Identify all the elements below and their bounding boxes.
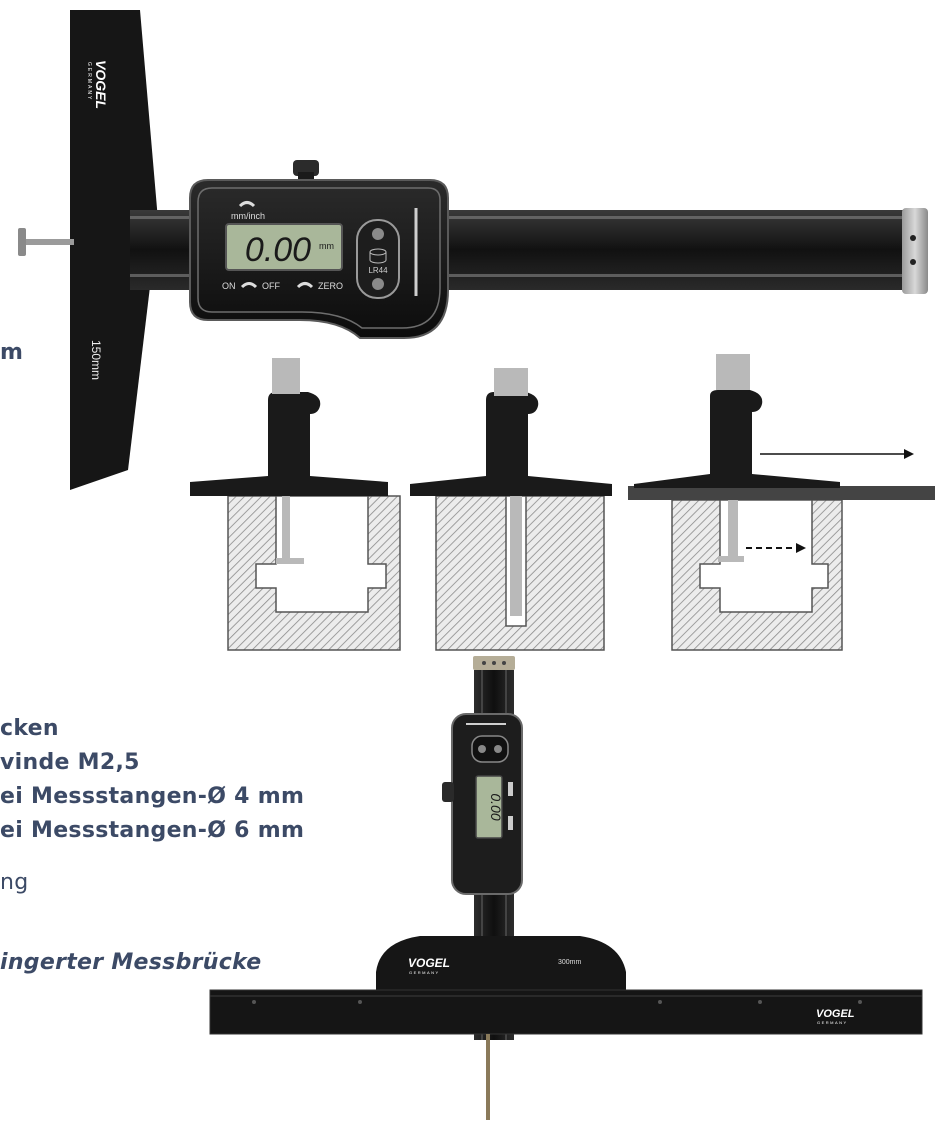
svg-text:VOGEL: VOGEL <box>93 60 109 109</box>
digital-depth-caliper-illustration: 0.00 mm mm/inch ON OFF ZERO LR44 VOGEL G… <box>18 10 928 490</box>
off-label: OFF <box>262 281 280 291</box>
svg-text:GERMANY: GERMANY <box>86 62 92 101</box>
on-off-button-icon[interactable] <box>240 282 258 289</box>
lcd-unit: mm <box>319 241 334 251</box>
diagram-undercut <box>190 358 401 651</box>
cut-text-line-1: m <box>0 340 24 365</box>
cut-text-line-7: ingerter Messbrücke <box>0 950 262 975</box>
depth-base <box>70 10 158 490</box>
gauge-base <box>376 936 626 992</box>
battery-label: LR44 <box>368 266 388 275</box>
depth-pin <box>24 239 74 245</box>
gauge-locking-screw <box>442 782 454 802</box>
svg-text:GERMANY: GERMANY <box>409 970 440 975</box>
lcd-value: 0.00 <box>245 231 311 269</box>
cut-text-line-2: cken <box>0 716 59 741</box>
vogel-logo-bridge: VOGEL GERMANY <box>816 1008 855 1025</box>
svg-text:GERMANY: GERMANY <box>817 1020 848 1025</box>
extension-bridge <box>209 989 923 1035</box>
mm-inch-button-icon[interactable] <box>238 201 256 208</box>
mm-inch-label: mm/inch <box>231 211 265 221</box>
vogel-logo-caliper: VOGEL GERMANY <box>86 60 109 109</box>
cut-text-line-5: ei Messstangen-Ø 6 mm <box>0 818 305 843</box>
cut-text-line-6: ng <box>0 870 29 895</box>
gauge-lcd <box>475 775 503 839</box>
application-diagrams <box>190 354 935 651</box>
battery-icon <box>369 252 387 264</box>
depth-gauge-with-bridge-illustration: 0.00 VOGEL GERMANY 300mm VOGEL GERMANY <box>209 656 923 1120</box>
depth-pin-head <box>18 228 26 256</box>
zero-label: ZERO <box>318 281 343 291</box>
zero-button-icon[interactable] <box>296 282 314 289</box>
cut-text-line-4: ei Messstangen-Ø 4 mm <box>0 784 305 809</box>
svg-text:VOGEL: VOGEL <box>408 956 450 970</box>
lcd-display <box>225 223 343 271</box>
gauge-battery-compartment[interactable] <box>471 735 509 763</box>
diagram-extension-bridge <box>628 354 935 651</box>
caliper-scale-label: 150mm <box>89 340 103 380</box>
battery-compartment[interactable] <box>356 219 400 299</box>
gauge-lcd-value: 0.00 <box>488 793 504 820</box>
gauge-depth-rod <box>486 1034 490 1120</box>
beam-end-cap <box>902 208 928 294</box>
vogel-logo-gauge: VOGEL GERMANY <box>408 956 450 975</box>
on-label: ON <box>222 281 236 291</box>
diagram-deep-bore <box>410 368 612 651</box>
cut-text-line-3: vinde M2,5 <box>0 750 140 775</box>
svg-text:VOGEL: VOGEL <box>816 1008 855 1020</box>
gauge-scale-label: 300mm <box>558 959 582 966</box>
